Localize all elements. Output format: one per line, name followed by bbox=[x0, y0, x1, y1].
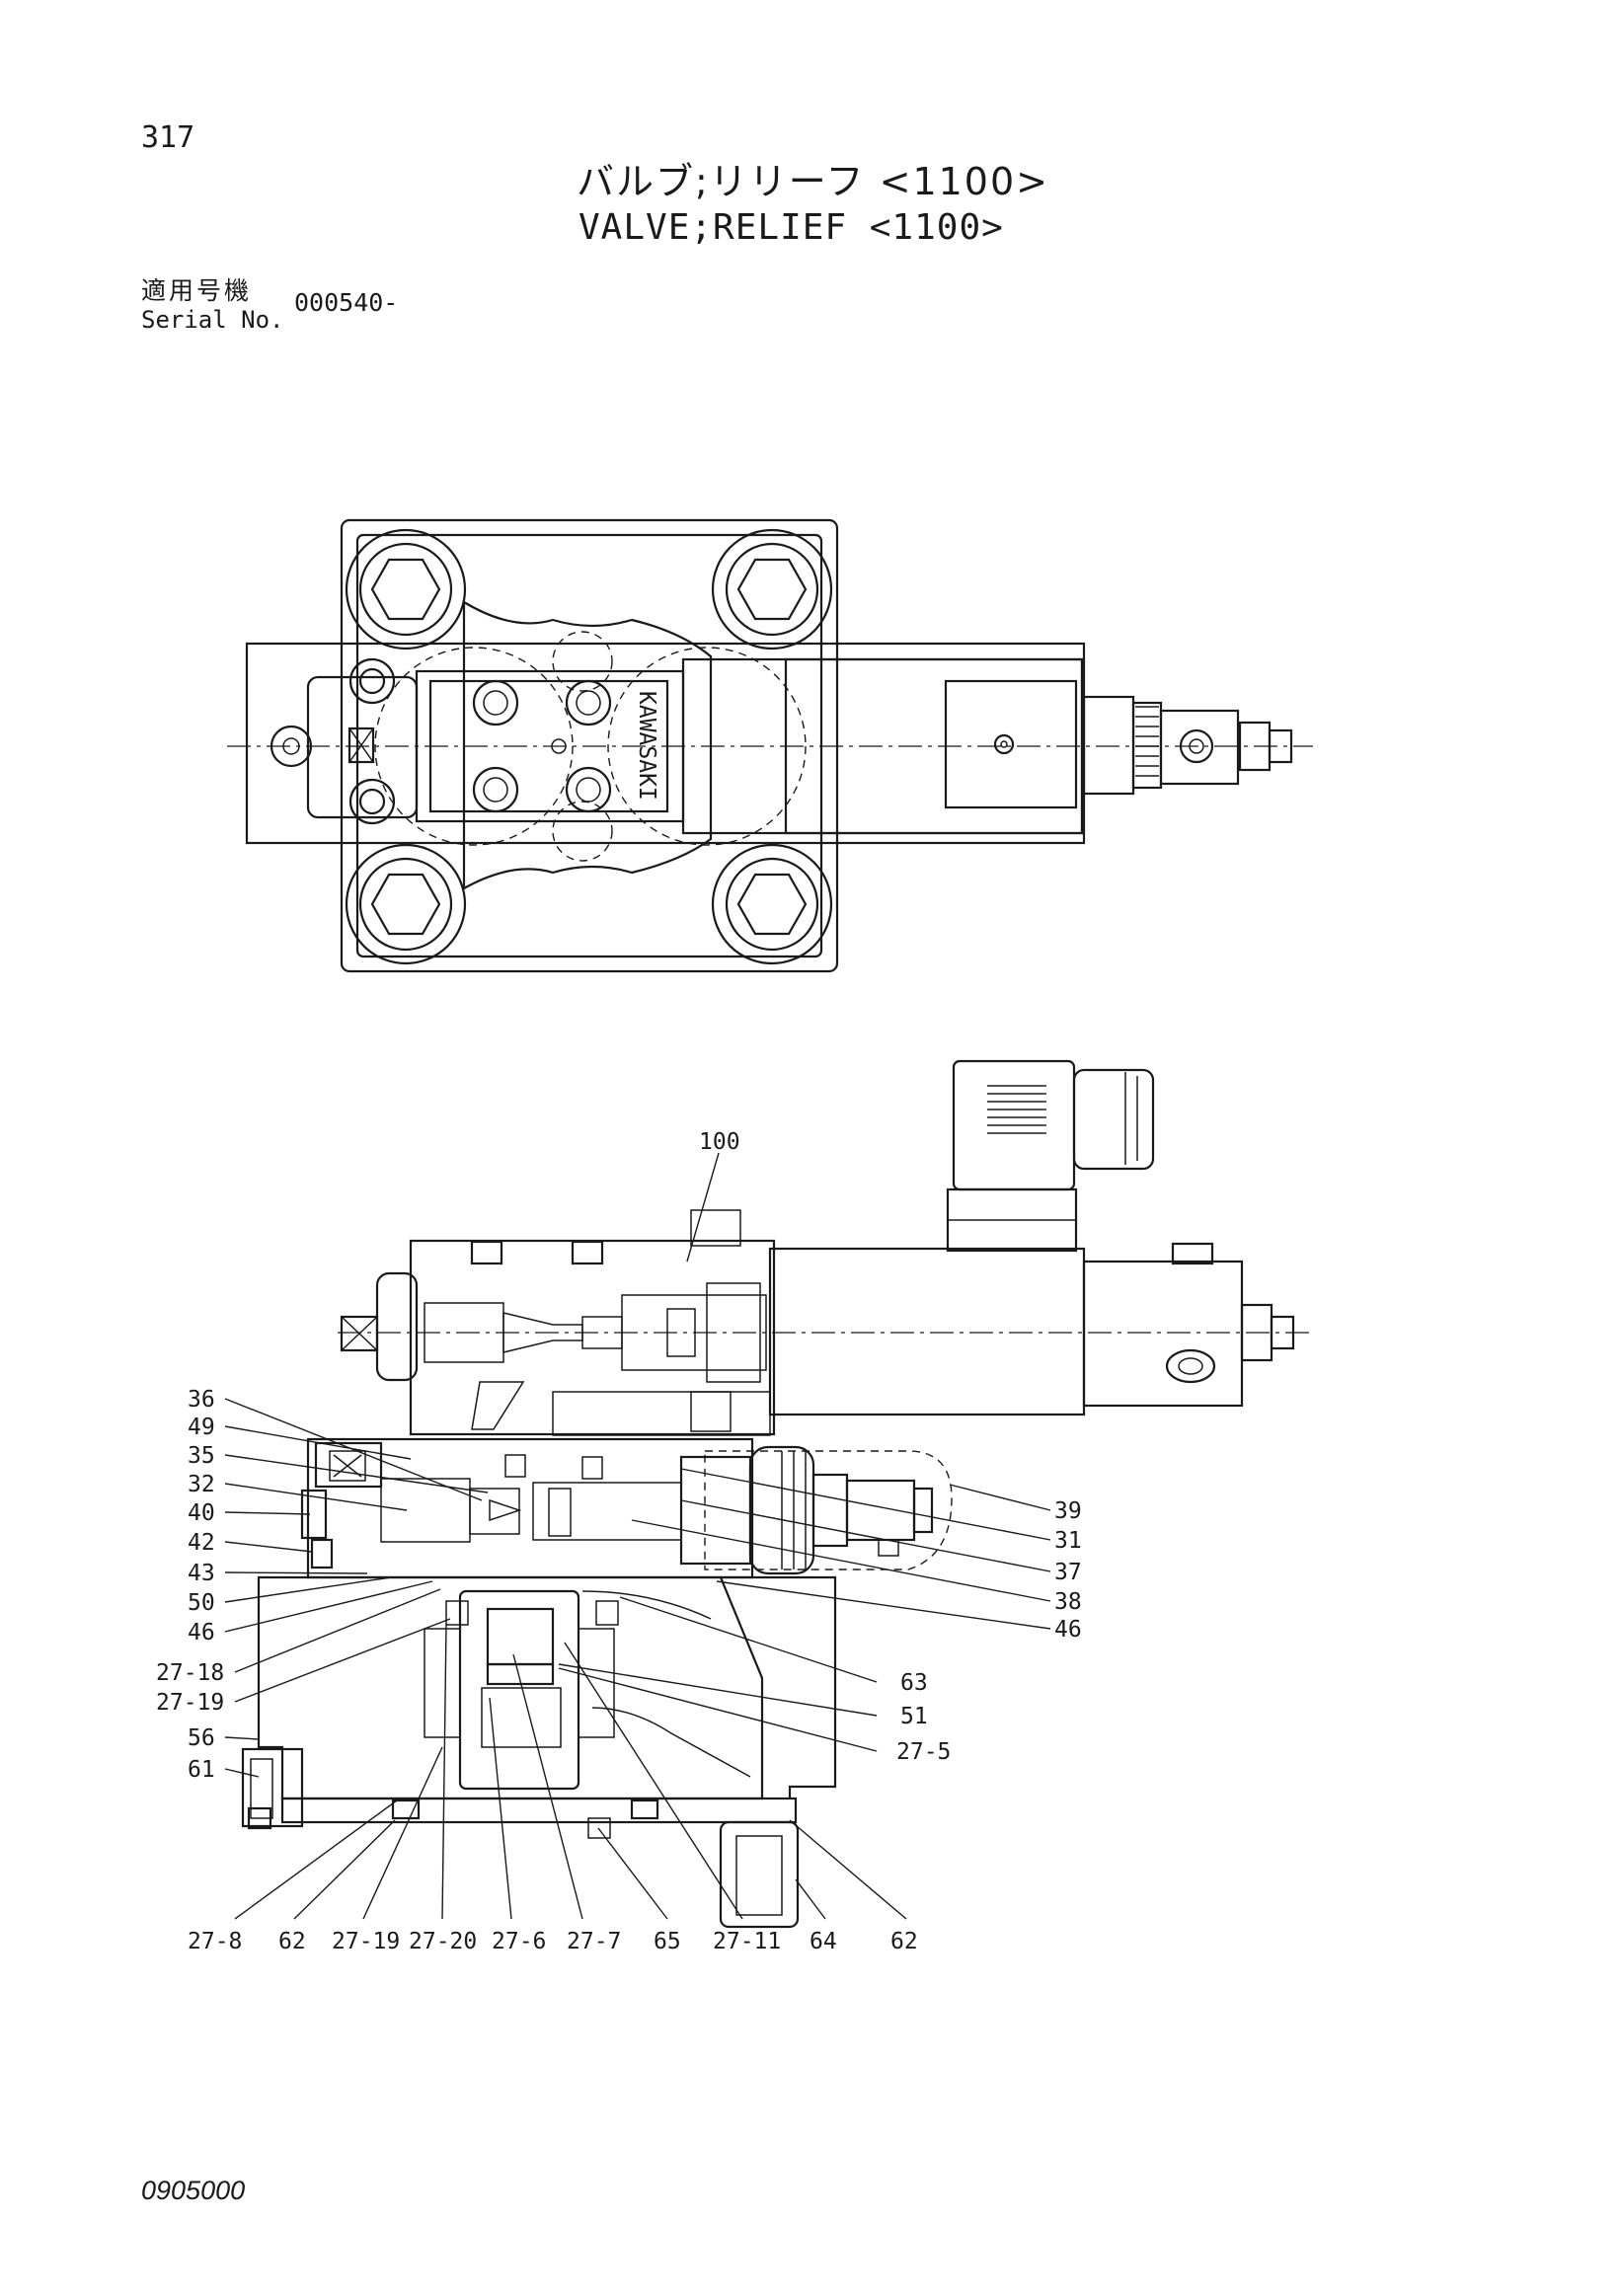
callout-51: 51 bbox=[900, 1704, 928, 1729]
callout-62-right: 62 bbox=[890, 1929, 918, 1954]
callout-61: 61 bbox=[188, 1757, 215, 1783]
top-view: KAWASAKI bbox=[227, 518, 1313, 973]
callout-43: 43 bbox=[188, 1561, 215, 1586]
callout-27-11: 27-11 bbox=[713, 1929, 781, 1954]
page-number: 317 bbox=[141, 120, 195, 155]
hex-bolt-bottom-right bbox=[711, 843, 833, 965]
hex-bolt-top-right bbox=[711, 528, 833, 651]
callout-36: 36 bbox=[188, 1387, 215, 1413]
hex-bolt-bottom-left bbox=[345, 843, 467, 965]
callout-38: 38 bbox=[1054, 1589, 1082, 1615]
part-callouts: 100 36 49 35 32 40 42 43 50 46 27-18 27-… bbox=[156, 1129, 1082, 1954]
callout-65: 65 bbox=[654, 1929, 681, 1954]
callout-27-8: 27-8 bbox=[188, 1929, 242, 1954]
callout-37: 37 bbox=[1054, 1560, 1082, 1585]
callout-27-7: 27-7 bbox=[567, 1929, 621, 1954]
callout-27-20: 27-20 bbox=[409, 1929, 477, 1954]
serial-number-value: 000540- bbox=[294, 288, 399, 317]
callout-27-19-left: 27-19 bbox=[156, 1690, 224, 1716]
callout-32: 32 bbox=[188, 1472, 215, 1497]
title-english: VALVE;RELIEF <1100> bbox=[579, 207, 1004, 248]
callout-35: 35 bbox=[188, 1443, 215, 1469]
plate-screws bbox=[472, 679, 612, 813]
serial-label-japanese: 適用号機 bbox=[141, 276, 253, 305]
document-code: 0905000 bbox=[141, 2176, 246, 2205]
callout-56: 56 bbox=[188, 1725, 215, 1751]
callout-63: 63 bbox=[900, 1670, 928, 1696]
callout-39: 39 bbox=[1054, 1498, 1082, 1524]
callout-50: 50 bbox=[188, 1590, 215, 1616]
callout-46-right: 46 bbox=[1054, 1617, 1082, 1643]
serial-label-english: Serial No. bbox=[141, 306, 284, 334]
kawasaki-stamp: KAWASAKI bbox=[634, 691, 659, 801]
hex-bolt-top-left bbox=[345, 528, 467, 651]
callout-27-18: 27-18 bbox=[156, 1660, 224, 1686]
leader-lines bbox=[224, 1152, 1051, 1920]
callout-27-6: 27-6 bbox=[492, 1929, 546, 1954]
callout-27-5: 27-5 bbox=[896, 1739, 951, 1765]
callout-40: 40 bbox=[188, 1500, 215, 1526]
callout-49: 49 bbox=[188, 1415, 215, 1440]
title-japanese: バルブ;リリーフ <1100> bbox=[577, 160, 1049, 203]
section-view bbox=[241, 1059, 1309, 1929]
callout-46-left: 46 bbox=[188, 1620, 215, 1645]
callout-100: 100 bbox=[699, 1129, 740, 1155]
callout-64: 64 bbox=[810, 1929, 837, 1954]
callout-42: 42 bbox=[188, 1530, 215, 1556]
callout-62-left: 62 bbox=[278, 1929, 306, 1954]
callout-31: 31 bbox=[1054, 1528, 1082, 1554]
callout-27-19-bottom: 27-19 bbox=[332, 1929, 400, 1954]
